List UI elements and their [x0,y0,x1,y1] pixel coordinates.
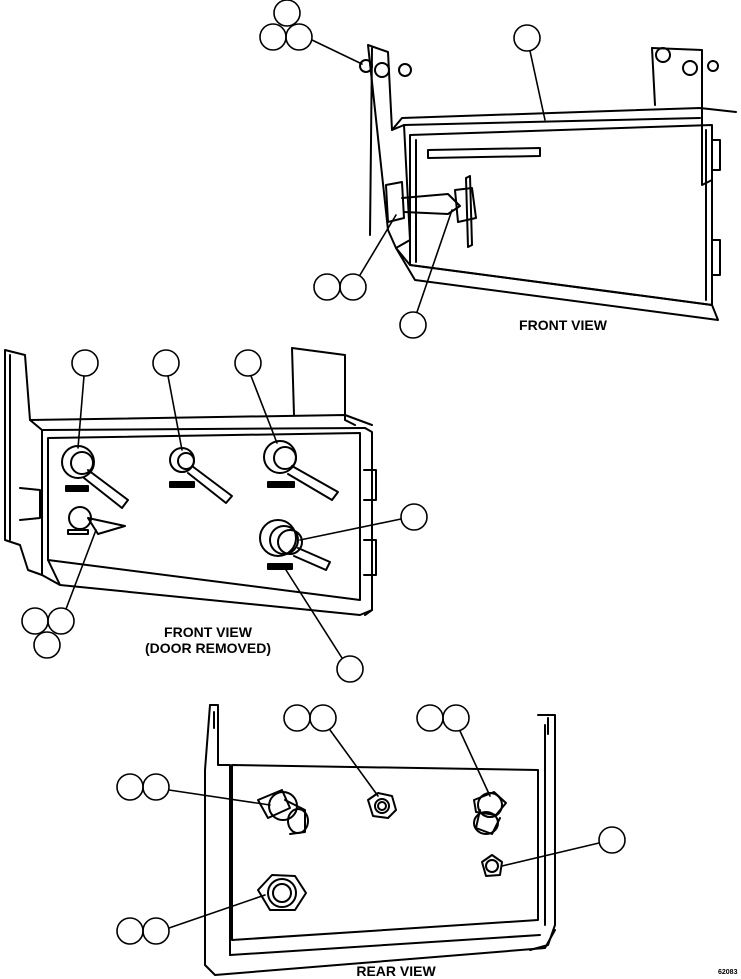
callout-balloon [71,349,99,377]
callout-balloon [33,631,61,659]
callout-balloon [142,917,170,945]
callout-balloon [116,773,144,801]
callout-balloon [234,349,262,377]
callout-balloon [283,704,311,732]
callout-balloon [336,655,364,683]
callout-balloon [47,607,75,635]
callout-balloon [273,0,301,27]
label-plates [66,482,294,569]
callout-balloon [400,503,428,531]
caption-rear-view: REAR VIEW [356,963,436,979]
front-door-removed-enclosure [4,347,377,616]
callout-balloon [598,826,626,854]
callout-balloon [309,704,337,732]
callout-balloon [399,311,427,339]
caption-front-door-removed-line2: (DOOR REMOVED) [145,640,271,656]
front-view-enclosure [359,44,737,321]
callout-balloon [313,273,341,301]
rear-view-enclosure [204,704,556,976]
callout-balloon [339,273,367,301]
callout-balloon [116,917,144,945]
front-view-callouts [259,0,546,339]
caption-front-view: FRONT VIEW [519,317,608,333]
callout-balloon [285,23,313,51]
caption-front-door-removed-line1: FRONT VIEW [164,624,253,640]
figure-code: 62083 [718,969,738,976]
rear-view-callouts [116,704,626,945]
callout-balloon [442,704,470,732]
callout-balloon [142,773,170,801]
callout-balloon [152,349,180,377]
front-door-removed-callouts [21,349,428,683]
callout-balloon [259,23,287,51]
callout-balloon [416,704,444,732]
callout-balloon [513,24,541,52]
callout-balloon [21,607,49,635]
